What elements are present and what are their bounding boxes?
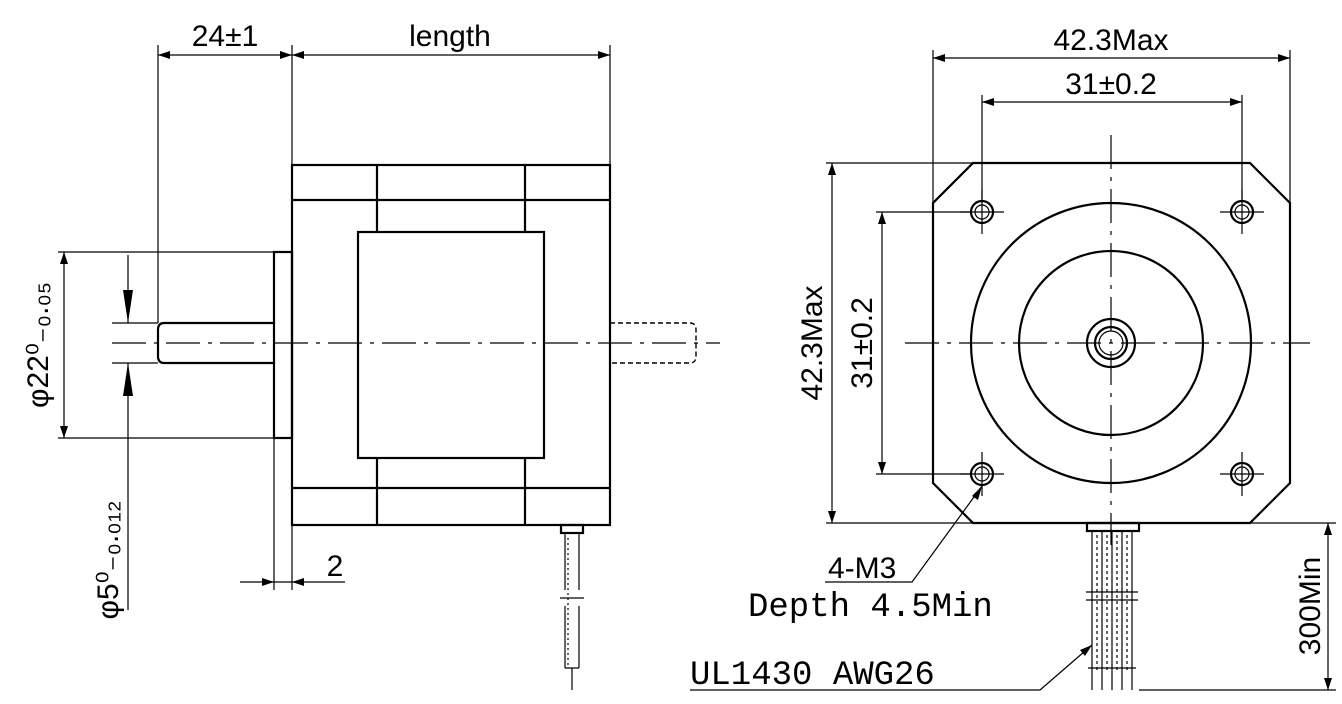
arrow-head [123, 363, 133, 396]
dim-hole-spacing: 31±0.2 [1065, 68, 1157, 101]
arrow-head [1230, 98, 1242, 106]
dim-hole-spacing-v: 31±0.2 [846, 297, 879, 389]
dim-lead-length: 300Min [1294, 557, 1327, 655]
pilot-circle [1017, 249, 1205, 437]
arrow-head [1080, 645, 1092, 656]
depth-note: Depth 4.5Min [748, 589, 993, 627]
arrow-head [828, 511, 836, 523]
leader-wire-note [690, 644, 1093, 691]
thread-note: 4-M3 [828, 552, 896, 585]
arrow-head [982, 98, 994, 106]
arrow-head [60, 426, 68, 438]
front-view: 42.3Max 31±0.2 42.3Max 31±0.2 300Min 4-M [690, 24, 1336, 695]
arrow-head [878, 212, 886, 224]
arrow-head [598, 51, 610, 59]
lead-exit-boot-front [1085, 521, 1141, 533]
rear-shaft-hidden [610, 322, 697, 364]
shaft-boss-outer [1085, 317, 1137, 369]
arrow-head [878, 462, 886, 474]
dim-shaft-diameter: φ5⁰₋₀.₀₁₂ [92, 500, 125, 619]
arrow-head [292, 578, 304, 586]
dim-body-length: length [409, 20, 491, 53]
arrow-head [1278, 54, 1290, 62]
motor-body-outline [290, 163, 612, 527]
lead-wire-side [564, 533, 580, 669]
arrow-head [123, 290, 133, 323]
dim-shaft-length: 24±1 [192, 20, 259, 53]
wire-note: UL1430 AWG26 [690, 657, 935, 695]
dim-pilot-height: 2 [327, 550, 344, 583]
arrow-head [280, 51, 292, 59]
side-view: 24±1 length φ22⁰₋₀.₀₅ φ5⁰₋₀.₀₁₂ 2 [22, 20, 720, 690]
mounting-holes [960, 190, 1264, 496]
shaft-circle [1093, 325, 1129, 361]
dim-pilot-diameter: φ22⁰₋₀.₀₅ [22, 282, 55, 408]
arrow-head [60, 252, 68, 264]
arrow-head [1324, 523, 1332, 535]
arrow-head [292, 51, 304, 59]
dim-height-max: 42.3Max [796, 285, 829, 400]
arrow-head [972, 486, 982, 500]
lead-wire-bundle [1086, 531, 1138, 690]
stator-label-area [356, 230, 546, 460]
arrow-head [158, 51, 170, 59]
flange-circle-outer [969, 201, 1253, 485]
leader-thread-note [825, 485, 983, 583]
arrow-head [1324, 678, 1332, 690]
lead-exit-boot [559, 523, 585, 535]
arrow-head [262, 578, 274, 586]
pilot-boss [272, 250, 294, 440]
arrow-head [933, 54, 945, 62]
shaft-inner [1098, 330, 1124, 356]
dim-width-max: 42.3Max [1053, 24, 1168, 57]
arrow-head [828, 163, 836, 175]
